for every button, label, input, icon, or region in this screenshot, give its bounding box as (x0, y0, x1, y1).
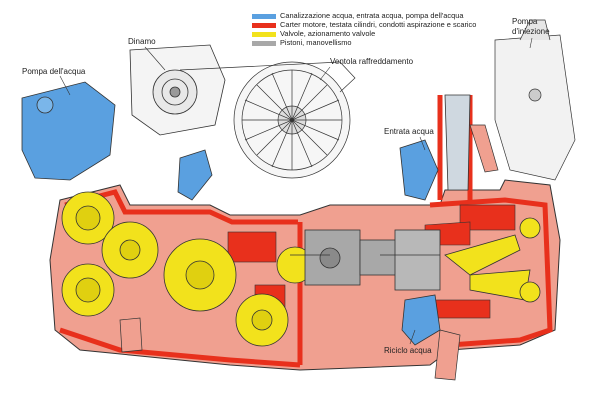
label-dinamo: Dinamo (128, 37, 156, 46)
label-pompa-acqua: Pompa dell'acqua (22, 67, 86, 76)
label-pompa-iniezione: Pompa (512, 17, 538, 26)
legend-swatch (252, 40, 276, 46)
legend-item-valves: Valvole, azionamento valvole (252, 30, 476, 38)
injection-pump (494, 19, 576, 181)
dinamo-generator (129, 44, 226, 136)
legend-label: Canalizzazione acqua, entrata acqua, pom… (280, 11, 464, 21)
legend-item-pistons: Pistoni, manovellismo (252, 39, 476, 47)
label-ventola: Ventola raffreddamento (330, 57, 414, 66)
leader-lines (59, 37, 533, 345)
label-riciclo-acqua: Riciclo acqua (384, 346, 432, 355)
legend-item-water: Canalizzazione acqua, entrata acqua, pom… (252, 12, 476, 20)
legend-label: Valvole, azionamento valvole (280, 29, 376, 39)
crankcase-red (59, 95, 553, 368)
legend: Canalizzazione acqua, entrata acqua, pom… (252, 12, 476, 48)
inlet-neck (444, 94, 471, 191)
water-pump-blue (21, 81, 441, 346)
cooling-fan (179, 61, 356, 179)
legend-swatch (252, 31, 276, 37)
pipes-salmon (119, 124, 499, 381)
legend-swatch (252, 22, 276, 28)
legend-label: Pistoni, manovellismo (280, 38, 352, 48)
valve-gears-yellow (61, 191, 541, 347)
legend-item-case: Carter motore, testata cilindri, condott… (252, 21, 476, 29)
piston-grey (290, 229, 441, 291)
legend-swatch (252, 13, 276, 19)
label-pompa-iniezione-2: d'iniezione (512, 27, 550, 36)
label-entrata-acqua: Entrata acqua (384, 127, 434, 136)
legend-label: Carter motore, testata cilindri, condott… (280, 20, 477, 30)
